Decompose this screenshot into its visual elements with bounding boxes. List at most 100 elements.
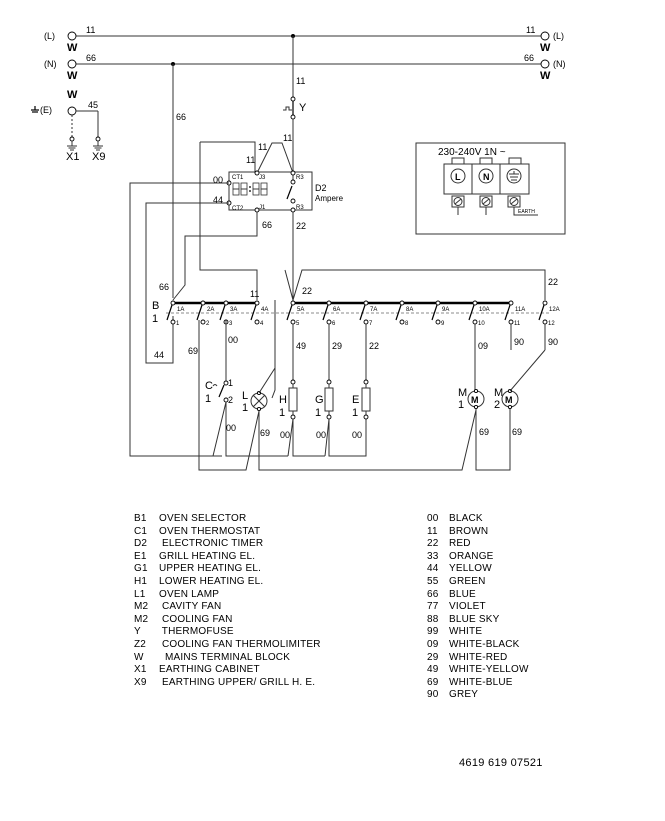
heater-label: E xyxy=(352,394,359,406)
contact-bottom-label: 1 xyxy=(176,321,180,327)
terminal-block-label: W xyxy=(67,70,78,82)
selector-contact: 3A3 xyxy=(219,300,237,327)
neutral-wire-label-right: 66 xyxy=(524,53,534,63)
wire-label: 11 xyxy=(258,142,267,152)
legend-code: M2 xyxy=(134,613,149,625)
earth-point-x9: X9 xyxy=(92,151,105,163)
legend-row: D2 ELECTRONIC TIMER xyxy=(134,538,321,551)
wire-label: 11 xyxy=(246,155,255,165)
wire-label: 69 xyxy=(479,427,489,437)
wire-label: 11 xyxy=(296,76,305,86)
timer-label: D2 xyxy=(315,183,327,193)
mains-neutral-bus: (N) (N) 66 66 W W xyxy=(44,53,566,82)
legend-description: WHITE-BLACK xyxy=(449,638,520,650)
contact-top-label: 6A xyxy=(333,307,340,313)
wire-label-66: 66 xyxy=(176,112,186,122)
wire-label: 22 xyxy=(302,286,312,296)
legend-code: Y xyxy=(134,626,141,638)
wire-label: 00 xyxy=(226,423,236,433)
line-terminal-icon xyxy=(450,168,466,184)
heater-index: 1 xyxy=(315,407,321,419)
legend-code: M2 xyxy=(134,601,149,613)
legend-description: EARTHING CABINET xyxy=(159,664,260,676)
wire-label: 49 xyxy=(296,341,306,351)
selector-contact: 9A9 xyxy=(431,300,449,327)
contact-top-label: 4A xyxy=(261,307,268,313)
pin-ct2: CT2 xyxy=(232,206,244,212)
supply-terminal-box: 230-240V 1N ~ L N EARTH xyxy=(415,142,566,235)
line-label-left: (L) xyxy=(44,31,55,41)
ground-icon xyxy=(67,141,77,151)
wire-label: 11 xyxy=(250,289,259,299)
earth-wire-label: 45 xyxy=(88,100,98,110)
legend-row: Y THERMOFUSE xyxy=(134,626,321,639)
line-wire-label-right: 11 xyxy=(526,25,535,35)
oven-thermostat-c1: C 1 1 2 00 xyxy=(130,320,288,457)
legend-description: OVEN LAMP xyxy=(159,588,220,600)
legend-code: 44 xyxy=(427,563,439,575)
contact-top-label: 8A xyxy=(406,307,413,313)
legend-description: CAVITY FAN xyxy=(159,601,222,613)
legend-code: 00 xyxy=(427,513,439,524)
contact-bottom-label: 6 xyxy=(332,321,336,327)
contact-top-label: 5A xyxy=(297,307,304,313)
neutral-wire-label-left: 66 xyxy=(86,53,96,63)
legend-code: C1 xyxy=(134,525,148,537)
heater-index: 1 xyxy=(279,407,285,419)
electronic-timer-d2: 11 11 CT1 CT2 J3 J1 R3 R3 D2 Ampere 00 xyxy=(129,141,344,457)
legend-code: 09 xyxy=(427,638,439,650)
line-terminal-left xyxy=(67,31,77,41)
legend-code: G1 xyxy=(134,563,148,575)
legend-code: E1 xyxy=(134,550,147,562)
thermostat-pin2: 2 xyxy=(228,395,233,405)
legend-description: RED xyxy=(449,538,471,550)
legend-code: 55 xyxy=(427,575,439,587)
selector-contact: 8A 8 xyxy=(395,300,413,327)
cavity-fan-m1: M M 1 69 xyxy=(458,387,511,471)
fan-index: 1 xyxy=(458,399,464,411)
line-wire-label-left: 11 xyxy=(86,25,95,35)
contact-bottom-label: 9 xyxy=(441,321,445,327)
wire-label: 44 xyxy=(154,350,164,360)
legend-description: LOWER HEATING EL. xyxy=(159,575,264,587)
wire-label: 11 xyxy=(283,133,292,143)
screw-icon xyxy=(507,195,538,216)
wire-label: 90 xyxy=(514,337,524,347)
contact-top-label: 10A xyxy=(479,307,490,313)
lamp-index: 1 xyxy=(242,402,248,414)
neutral-terminal-left xyxy=(67,59,77,69)
legend-description: VIOLET xyxy=(449,601,486,613)
thermal-switch-icon xyxy=(283,106,292,111)
legend-description: COOLING FAN THERMOLIMITER xyxy=(159,638,321,650)
contact-bottom-label: 7 xyxy=(369,321,373,327)
legend-code: 90 xyxy=(427,689,439,701)
contact-bottom-label: 8 xyxy=(405,321,409,327)
selector-contact: 6A 6 xyxy=(322,300,340,327)
legend-description: BROWN xyxy=(449,525,489,537)
selector-contact: 2A2 xyxy=(196,300,214,327)
legend-description: WHITE-BLUE xyxy=(449,676,513,688)
legend-code: W xyxy=(134,651,144,663)
legend-description: THERMOFUSE xyxy=(159,626,234,638)
earth-label: (E) xyxy=(40,105,52,115)
wire-label: 66 xyxy=(262,220,272,230)
wire-label: 09 xyxy=(478,341,488,351)
contact-top-label: 2A xyxy=(207,307,214,313)
wire-label: 00 xyxy=(316,430,326,440)
motor-symbol: M xyxy=(505,395,513,405)
display-icon xyxy=(232,182,268,196)
